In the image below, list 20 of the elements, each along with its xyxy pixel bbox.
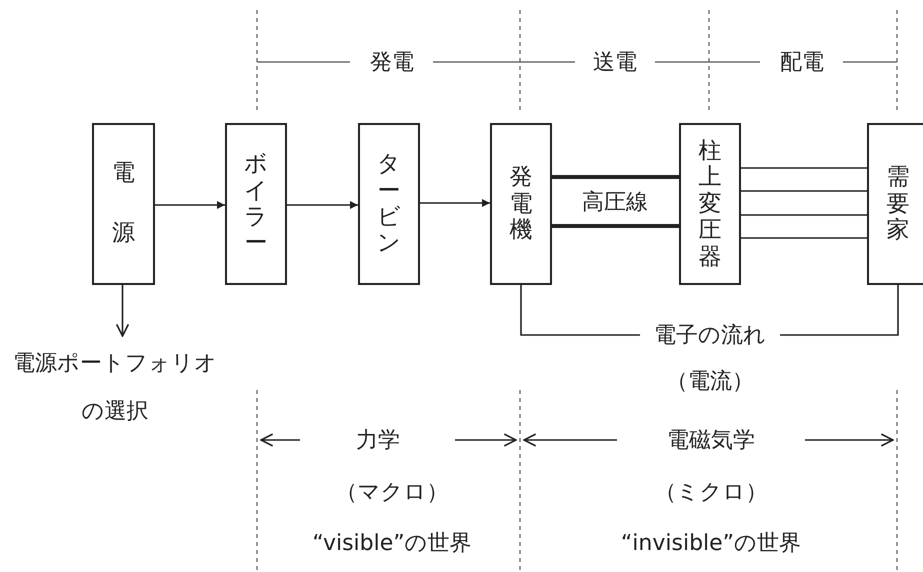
connector [552, 175, 679, 179]
box-text: 柱上変圧器 [698, 138, 722, 270]
box-text: タービン [376, 151, 402, 257]
connector [741, 214, 867, 216]
box-text: ボイラー [244, 151, 268, 257]
connector [741, 237, 867, 239]
section-label: 送電 [592, 49, 638, 77]
box-text: 電源 [111, 159, 136, 248]
box-text: 需要家 [886, 164, 910, 244]
arrow [287, 201, 358, 209]
section-label: 配電 [779, 49, 825, 77]
connector [741, 167, 867, 169]
connector [741, 190, 867, 192]
arrow [116, 285, 130, 337]
arrow [155, 201, 225, 209]
box-text: 発電機 [508, 164, 534, 244]
note-text: 電源ポートフォリオの選択 [10, 340, 220, 436]
arrow [420, 199, 490, 207]
section-label: 発電 [369, 49, 415, 77]
connector [552, 224, 679, 228]
